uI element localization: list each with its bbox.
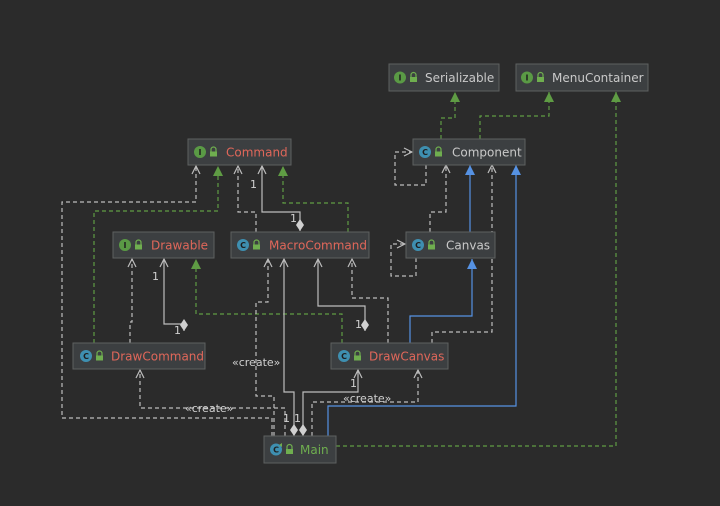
svg-text:C: C xyxy=(422,148,428,157)
multiplicity-main-a: 1 xyxy=(283,412,290,425)
class-node-main[interactable]: C Main xyxy=(263,435,337,464)
svg-text:C: C xyxy=(341,352,347,361)
class-name: MenuContainer xyxy=(552,71,644,85)
node-box xyxy=(72,342,206,370)
main-class-icon: C xyxy=(270,443,282,456)
class-node-drawcommand[interactable]: C DrawCommand xyxy=(72,342,206,370)
svg-text:C: C xyxy=(83,352,89,361)
lock-icon xyxy=(428,239,435,250)
edge-drawcommand-drawable-dep xyxy=(130,259,132,343)
svg-text:I: I xyxy=(199,148,202,157)
class-name: DrawCanvas xyxy=(369,350,444,364)
multiplicity-drawcanvas-macro: 1 xyxy=(355,318,362,331)
lock-icon xyxy=(435,146,442,157)
create-label-macrocommand: «create» xyxy=(232,356,280,369)
class-node-command[interactable]: I Command xyxy=(187,138,292,166)
class-name: Command xyxy=(226,146,288,160)
node-box xyxy=(330,342,449,370)
class-node-drawcanvas[interactable]: C DrawCanvas xyxy=(330,342,449,370)
class-name: Drawable xyxy=(151,239,208,253)
edge-main-drawcommand-create xyxy=(140,370,286,436)
edge-component-serializable xyxy=(440,92,460,139)
edge-main-macrocommand-dep xyxy=(255,259,275,436)
edges xyxy=(61,92,621,447)
lock-icon xyxy=(354,350,361,361)
class-node-menucontainer[interactable]: I MenuContainer xyxy=(515,63,649,92)
lock-icon xyxy=(96,350,103,361)
svg-text:C: C xyxy=(415,241,421,250)
class-name: MacroCommand xyxy=(269,239,367,253)
node-box xyxy=(388,63,500,92)
node-box xyxy=(412,138,526,166)
class-node-serializable[interactable]: I Serializable xyxy=(388,63,500,92)
edge-canvas-component-dep xyxy=(429,165,446,232)
class-icon: C xyxy=(80,350,92,362)
lock-icon xyxy=(253,239,260,250)
multiplicity-macro-diamond: 1 xyxy=(290,212,297,225)
edge-macrocommand-command-dep xyxy=(238,166,257,232)
class-icon: C xyxy=(419,146,431,158)
multiplicity-main-drawcanvas: 1 xyxy=(350,377,357,390)
edge-macrocommand-command-agg xyxy=(262,166,300,231)
svg-text:C: C xyxy=(273,446,279,455)
edge-main-drawcanvas-create xyxy=(311,370,418,436)
interface-icon: I xyxy=(119,239,131,251)
nodes: I Serializable I MenuContainer I Command… xyxy=(72,63,649,464)
interface-icon: I xyxy=(194,146,206,158)
edge-main-macrocommand-agg xyxy=(284,259,294,436)
edge-component-menucontainer xyxy=(479,92,554,139)
class-name: Component xyxy=(452,146,522,160)
multiplicity-macro-command: 1 xyxy=(250,178,257,191)
edge-main-command-dep xyxy=(61,166,273,436)
edge-component-self xyxy=(394,152,427,186)
lock-icon xyxy=(286,443,293,454)
edge-labels: «create» «create» «create» 1 1 1 1 1 1 1… xyxy=(152,178,391,425)
edge-drawcommand-command-real xyxy=(93,166,223,343)
svg-text:I: I xyxy=(526,74,529,83)
edge-drawcanvas-drawable-real xyxy=(191,259,343,343)
edge-drawcanvas-canvas xyxy=(409,259,477,343)
class-name: Canvas xyxy=(446,239,490,253)
class-name: Main xyxy=(300,443,329,457)
class-node-canvas[interactable]: C Canvas xyxy=(405,231,496,259)
create-label-drawcommand: «create» xyxy=(185,402,233,415)
edge-canvas-self xyxy=(390,244,417,277)
edge-drawcommand-drawable-agg xyxy=(164,259,184,331)
class-icon: C xyxy=(412,239,424,251)
class-name: Serializable xyxy=(425,71,494,85)
lock-icon xyxy=(410,71,417,82)
class-icon: C xyxy=(338,350,350,362)
create-label-drawcanvas: «create» xyxy=(343,392,391,405)
class-node-drawable[interactable]: I Drawable xyxy=(112,231,215,259)
multiplicity-main-b: 1 xyxy=(294,412,301,425)
interface-icon: I xyxy=(521,71,533,84)
class-icon: C xyxy=(237,239,249,251)
class-node-macrocommand[interactable]: C MacroCommand xyxy=(230,231,370,259)
multiplicity-drawcommand-diamond: 1 xyxy=(174,324,181,337)
multiplicity-drawcommand-drawable: 1 xyxy=(152,270,159,283)
lock-icon xyxy=(210,146,217,157)
edge-drawcanvas-macrocommand-agg xyxy=(318,259,365,331)
edge-main-menucontainer xyxy=(336,92,621,447)
class-name: DrawCommand xyxy=(111,350,204,364)
svg-text:C: C xyxy=(240,241,246,250)
class-node-component[interactable]: C Component xyxy=(412,138,526,166)
lock-icon xyxy=(135,239,142,250)
interface-icon: I xyxy=(394,71,406,84)
lock-icon xyxy=(537,71,544,82)
svg-text:I: I xyxy=(399,74,402,83)
svg-text:I: I xyxy=(124,241,127,250)
edge-main-drawcanvas-agg xyxy=(303,370,358,436)
